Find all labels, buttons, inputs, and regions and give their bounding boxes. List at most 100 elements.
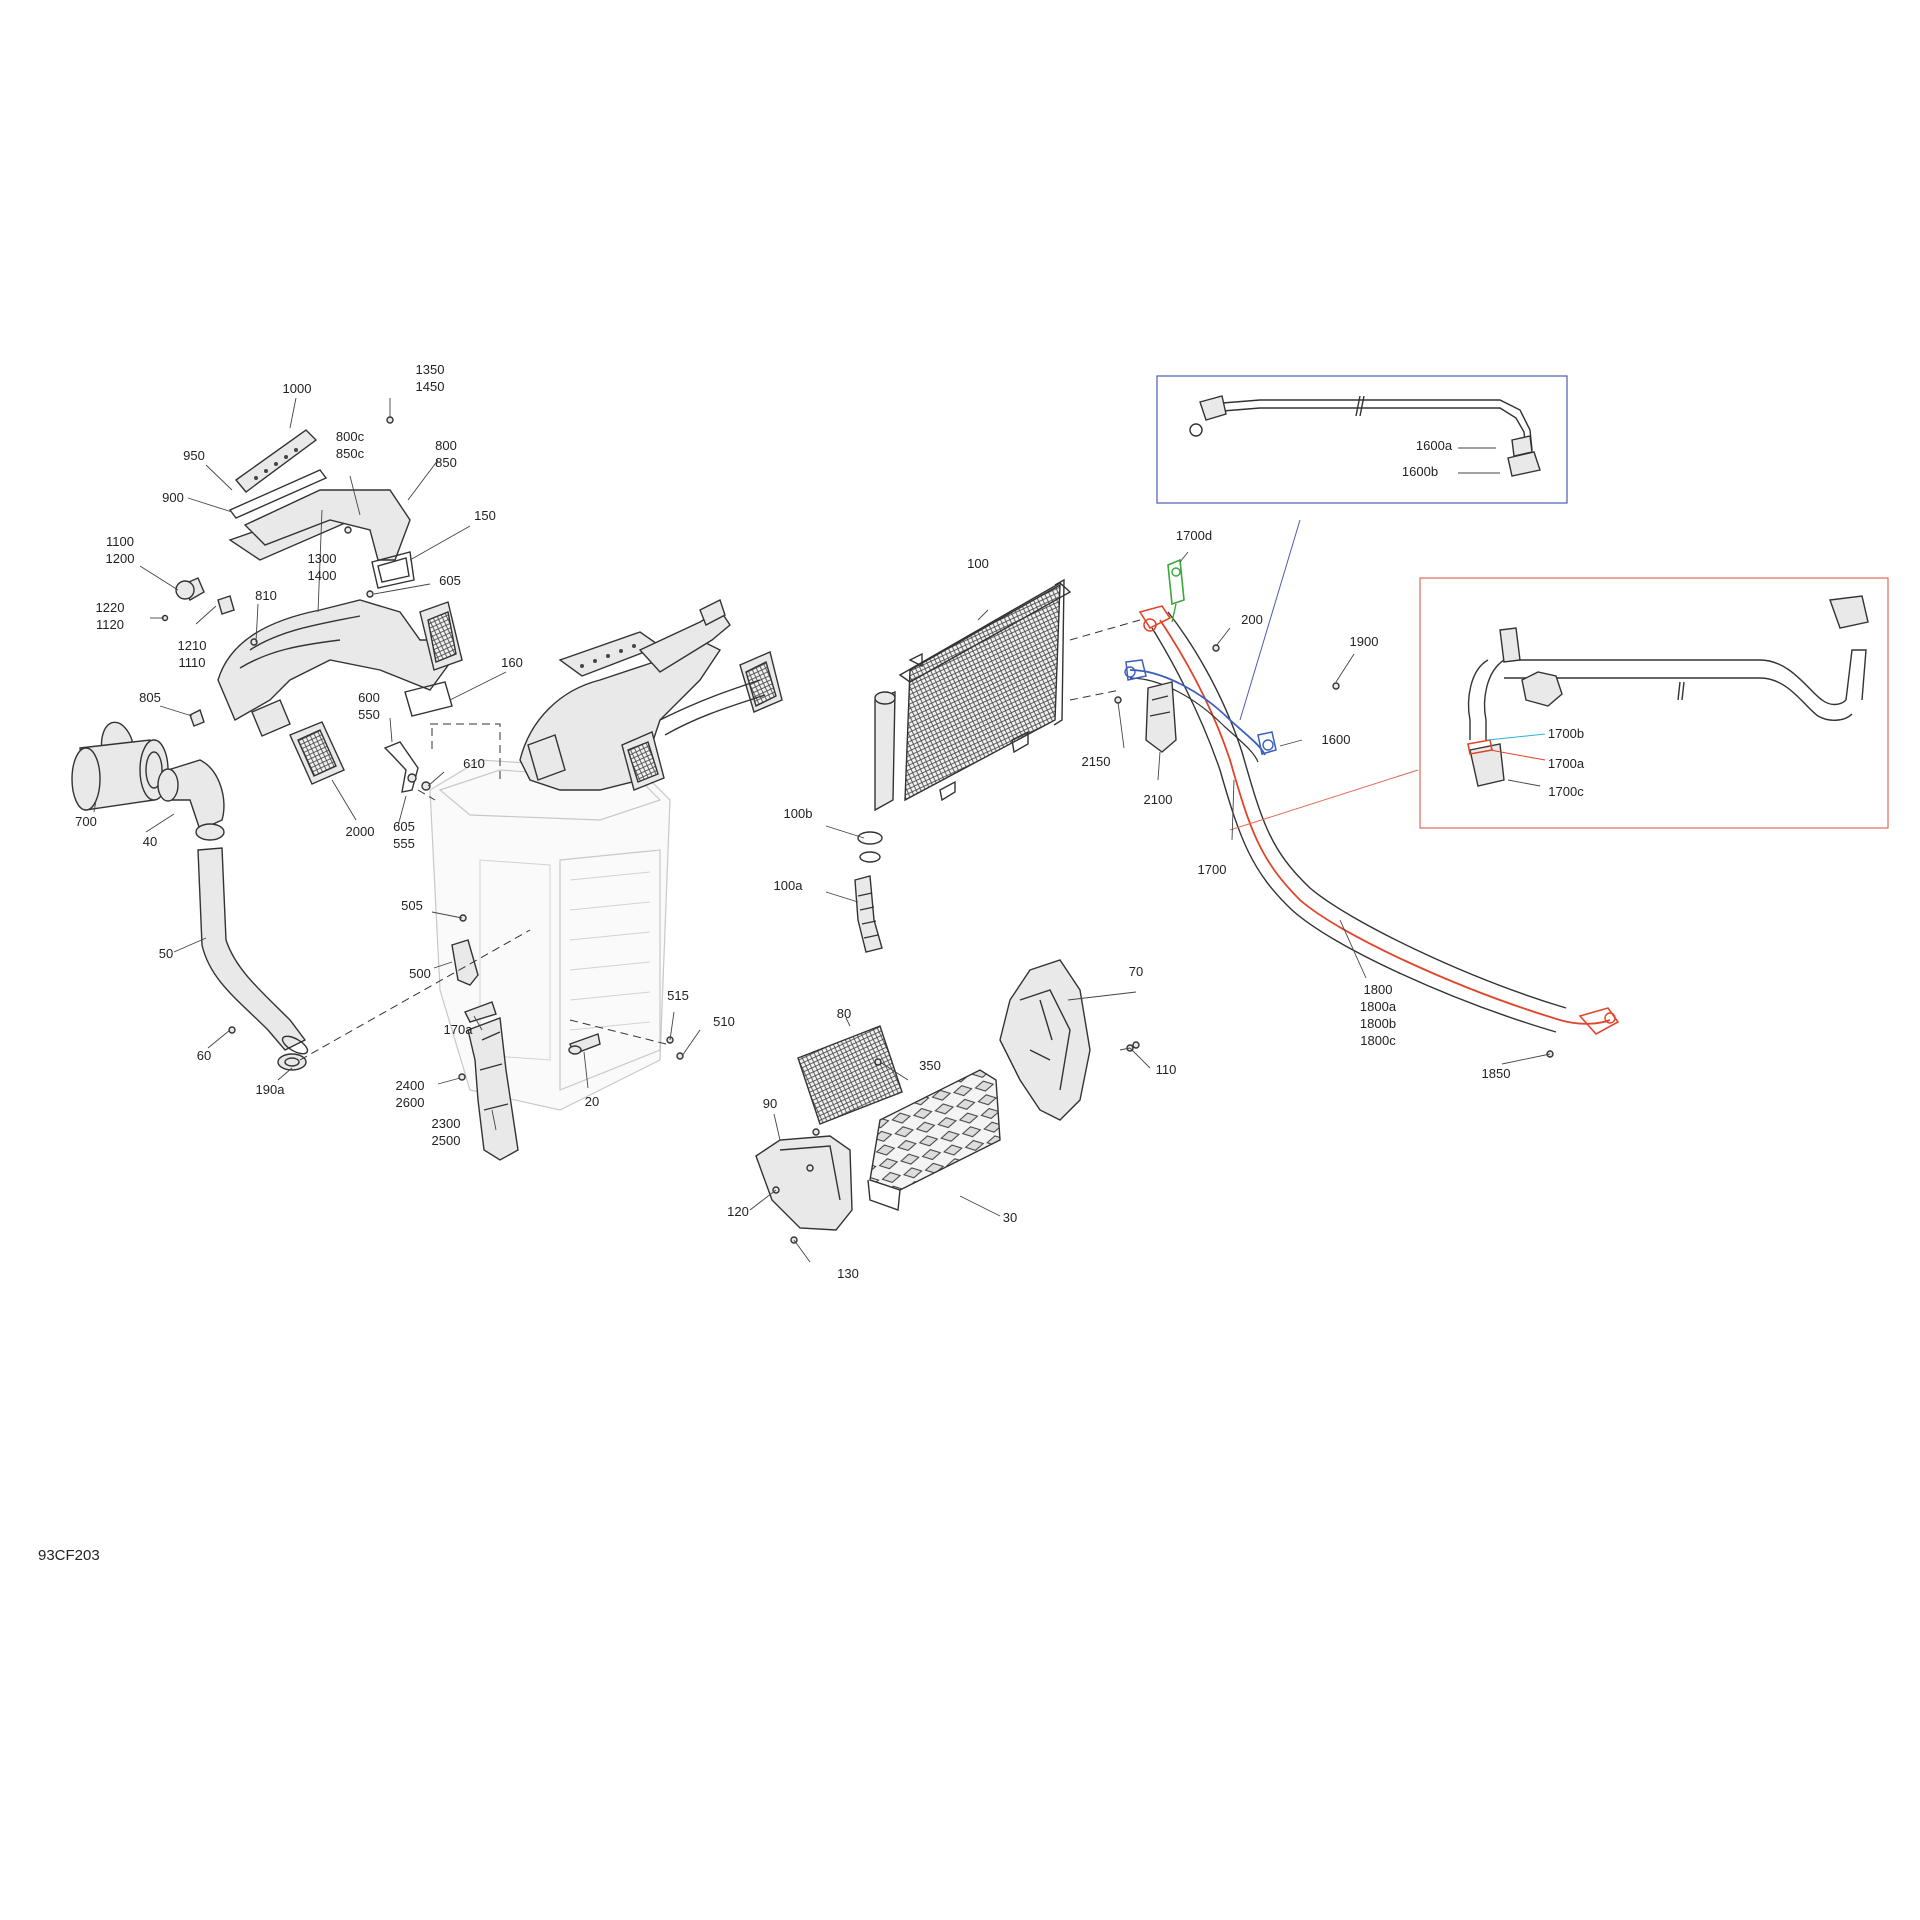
- radiator-group: [854, 578, 1141, 953]
- vent-strip-slots: [254, 448, 298, 480]
- label-1850: 1850: [1482, 1066, 1511, 1081]
- lower-panels: [755, 959, 1134, 1244]
- label-1110: 1110: [179, 655, 206, 670]
- leader-lines: [93, 397, 1551, 1263]
- label-100: 100: [967, 556, 989, 571]
- part-160-gasket: [404, 681, 453, 717]
- label-1100: 1100: [106, 534, 134, 549]
- part-805-clip: [189, 709, 205, 727]
- part-800-upper-duct: [243, 489, 411, 561]
- label-2500: 2500: [432, 1133, 461, 1148]
- label-1800: 1800: [1364, 982, 1393, 997]
- label-2000: 2000: [346, 824, 375, 839]
- part-1300-main-duct: [217, 599, 453, 721]
- label-90: 90: [763, 1096, 777, 1111]
- part-950-plate: [228, 469, 328, 519]
- hose-1800-red-end: [1578, 1007, 1620, 1036]
- guide-line-5: [417, 789, 436, 801]
- guide-line-1: [430, 723, 501, 780]
- label-550: 550: [358, 707, 380, 722]
- label-190a: 190a: [256, 1082, 286, 1097]
- guide-line-4: [569, 1019, 671, 1046]
- hvac-housing-front: [559, 849, 661, 1091]
- label-605-upper: 605: [439, 573, 461, 588]
- label-700: 700: [75, 814, 97, 829]
- label-1700a: 1700a: [1548, 756, 1585, 771]
- label-1800c: 1800c: [1360, 1033, 1396, 1048]
- part-500-bracket: [451, 939, 479, 986]
- part-2300-floor-duct: [467, 1017, 519, 1161]
- label-1700: 1700: [1198, 862, 1227, 877]
- part-170a-seal: [464, 1001, 497, 1023]
- inset-blue: [1156, 375, 1568, 721]
- label-20: 20: [585, 1094, 599, 1109]
- part-150-gasket: [371, 551, 415, 589]
- part-600-bracket: [383, 741, 419, 793]
- label-805: 805: [139, 690, 161, 705]
- part-100-radiator-tank: [874, 690, 896, 812]
- label-800: 800: [435, 438, 457, 453]
- label-350: 350: [919, 1058, 941, 1073]
- label-1700d: 1700d: [1176, 528, 1212, 543]
- part-1300-outlet-left: [251, 699, 291, 737]
- label-500: 500: [409, 966, 431, 981]
- label-2300: 2300: [432, 1116, 461, 1131]
- label-1600a: 1600a: [1416, 438, 1453, 453]
- label-1800b: 1800b: [1360, 1016, 1396, 1031]
- label-80: 80: [837, 1006, 851, 1021]
- part-1100-knob: [175, 580, 195, 600]
- part-30-grille: [869, 1069, 1001, 1191]
- label-130: 130: [837, 1266, 859, 1281]
- label-1900: 1900: [1350, 634, 1379, 649]
- label-1400: 1400: [308, 568, 337, 583]
- label-1450: 1450: [416, 379, 445, 394]
- label-610: 610: [463, 756, 485, 771]
- label-100a: 100a: [774, 878, 804, 893]
- label-30: 30: [1003, 1210, 1017, 1225]
- label-2100: 2100: [1144, 792, 1173, 807]
- label-900: 900: [162, 490, 184, 505]
- left-fasteners: [161, 416, 684, 1081]
- label-120: 120: [727, 1204, 749, 1219]
- label-800c: 800c: [336, 429, 365, 444]
- label-170a: 170a: [444, 1022, 474, 1037]
- guide-line-radiator-2: [1069, 689, 1121, 701]
- part-80-mesh-panel: [797, 1025, 903, 1125]
- label-2600: 2600: [396, 1095, 425, 1110]
- label-200: 200: [1241, 612, 1263, 627]
- label-1210: 1210: [178, 638, 207, 653]
- label-1220: 1220: [96, 600, 125, 615]
- part-1210-clip: [217, 595, 235, 615]
- part-190a-ring: [277, 1053, 307, 1071]
- part-100a-drain-plug: [854, 875, 883, 953]
- label-110: 110: [1156, 1062, 1177, 1077]
- hvac-duct-group: [71, 416, 783, 1161]
- inset-red: [1229, 577, 1889, 831]
- label-50: 50: [159, 946, 173, 961]
- label-60: 60: [197, 1048, 211, 1063]
- part-40-elbow: [167, 759, 225, 831]
- part-100-radiator-core: [904, 583, 1061, 802]
- part-1600-hose-blue: [1129, 669, 1266, 756]
- label-950: 950: [183, 448, 205, 463]
- hose-fasteners: [1114, 644, 1554, 1058]
- part-1700d-hose-green: [1167, 558, 1185, 606]
- label-100b: 100b: [784, 806, 813, 821]
- label-555: 555: [393, 836, 415, 851]
- label-600: 600: [358, 690, 380, 705]
- label-70: 70: [1129, 964, 1143, 979]
- label-1200: 1200: [106, 551, 135, 566]
- label-1300: 1300: [308, 551, 337, 566]
- label-150: 150: [474, 508, 496, 523]
- label-850c: 850c: [336, 446, 365, 461]
- part-100b-oring: [857, 831, 883, 845]
- part-1000-vent-strip: [234, 429, 318, 493]
- label-1700c: 1700c: [1548, 784, 1584, 799]
- label-2400: 2400: [396, 1078, 425, 1093]
- label-510: 510: [713, 1014, 735, 1029]
- label-1700b: 1700b: [1548, 726, 1584, 741]
- label-505: 505: [401, 898, 423, 913]
- label-1800a: 1800a: [1360, 999, 1397, 1014]
- label-515: 515: [667, 988, 689, 1003]
